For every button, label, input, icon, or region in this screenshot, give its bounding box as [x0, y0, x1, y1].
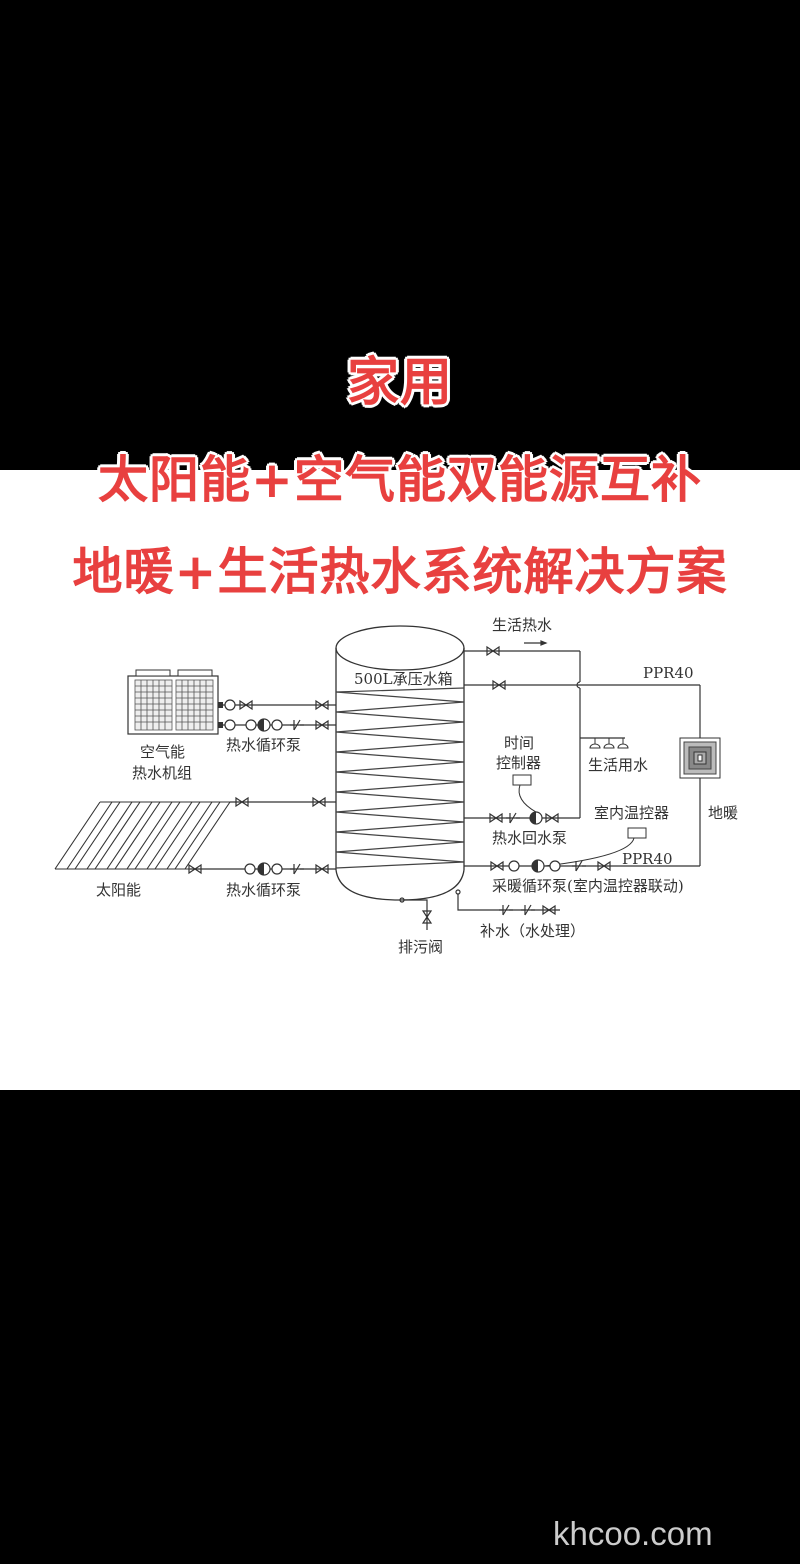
heating-pump-label: 采暖循环泵(室内温控器联动) — [492, 877, 684, 895]
tank-label: 500L承压水箱 — [354, 670, 453, 688]
watermark: khcoo.com — [553, 1515, 713, 1552]
headline-line-3: 地暖+生活热水系统解决方案 — [72, 543, 728, 601]
headline-line-1: 家用 — [346, 353, 453, 413]
floor-heating-label: 地暖 — [708, 804, 738, 822]
pipe-spec-bottom: PPR40 — [622, 850, 673, 868]
domestic-hot-water-label: 生活热水 — [492, 616, 552, 634]
air-pump-label: 热水循环泵 — [226, 736, 301, 754]
solar-pump-label: 热水循环泵 — [226, 881, 301, 899]
air-unit-label-1: 空气能 — [140, 743, 185, 761]
air-unit-label-2: 热水机组 — [132, 764, 192, 782]
white-background-band — [0, 470, 800, 1090]
water-tank: 500L承压水箱 — [335, 625, 465, 901]
floor-heating-coil-icon — [679, 737, 721, 779]
solar-collector — [54, 801, 231, 870]
timer-label-1: 时间 — [504, 734, 534, 752]
shower-heads-icon — [589, 738, 629, 749]
room-thermostat-icon — [627, 827, 647, 839]
drain-valve-label: 排污阀 — [398, 938, 443, 956]
makeup-water-label: 补水（水处理） — [480, 922, 585, 940]
system-schematic: 500L承压水箱 空气能 热水机组 热水循环泵 太阳能 热水循环泵 生活热水 — [54, 616, 738, 956]
headline-line-2: 太阳能+空气能双能源互补 — [98, 451, 702, 509]
room-thermostat-label: 室内温控器 — [594, 804, 669, 822]
pipe-spec-top: PPR40 — [643, 664, 694, 682]
timer-controller-icon — [512, 774, 532, 786]
air-source-unit — [127, 669, 219, 735]
return-pump-label: 热水回水泵 — [492, 829, 567, 847]
timer-label-2: 控制器 — [496, 754, 541, 772]
domestic-use-label: 生活用水 — [588, 756, 648, 774]
solar-label: 太阳能 — [96, 881, 141, 899]
